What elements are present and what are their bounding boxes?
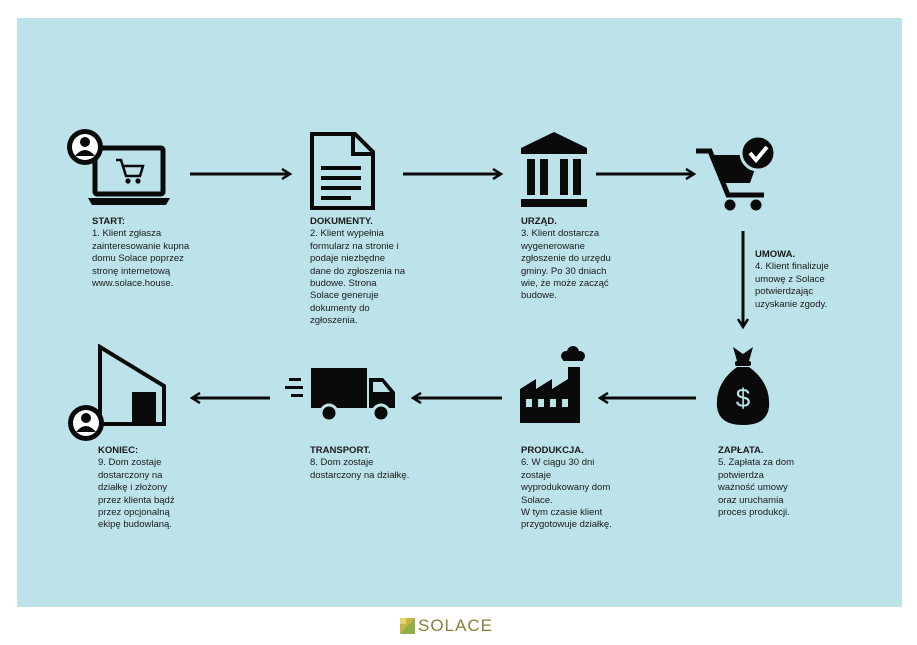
step-start: START: 1. Klient zgłasza zainteresowanie… [92,216,217,290]
document-icon [310,132,375,210]
step-title: START: [92,216,126,227]
step-description: 6. W ciągu 30 dni zostaje wyprodukowany … [521,457,612,531]
step-description: 1. Klient zgłasza zainteresowanie kupna … [92,228,190,290]
step-title: KONIEC: [98,445,139,456]
step-title: PRODUKCJA. [521,445,584,456]
factory-icon [520,346,585,423]
step-description: 9. Dom zostaje dostarczony na działkę i … [98,457,175,531]
cart-check-icon [696,134,777,211]
step-dokumenty: DOKUMENTY. 2. Klient wypełnia formularz … [310,216,425,328]
truck-icon [285,368,395,423]
laptop-cart-user-icon [67,129,170,205]
step-umowa: UMOWA. 4. Klient finalizuje umowę z Sola… [755,249,855,311]
step-title: ZAPŁATA. [718,445,764,456]
step-zaplata: ZAPŁATA. 5. Zapłata za dom potwierdza wa… [718,445,828,519]
step-transport: TRANSPORT. 8. Dom zostaje dostarczony na… [310,445,435,482]
solace-logo-mark-icon [400,618,415,634]
step-description: 3. Klient dostarcza wygenerowane zgłosze… [521,228,611,302]
step-koniec: KONIEC: 9. Dom zostaje dostarczony na dz… [98,445,213,532]
step-description: 5. Zapłata za dom potwierdza ważność umo… [718,457,795,519]
government-building-icon [521,132,587,207]
arrow-umowa-to-zaplata [736,231,750,330]
step-description: 2. Klient wypełnia formularz na stronie … [310,228,406,327]
house-user-icon [68,344,166,441]
arrow-dokumenty-to-urzad [403,168,504,180]
arrow-zaplata-to-produkcja [598,392,696,404]
arrow-start-to-dokumenty [190,168,293,180]
step-description: 4. Klient finalizuje umowę z Solace potw… [755,261,829,310]
step-title: URZĄD. [521,216,557,227]
arrow-transport-to-koniec [190,392,270,404]
step-title: TRANSPORT. [310,445,371,456]
step-description: 8. Dom zostaje dostarczony na działkę. [310,457,410,481]
process-diagram-background [17,18,902,607]
step-title: DOKUMENTY. [310,216,373,227]
money-bag-icon: $ [716,347,770,425]
arrow-urzad-to-umowa [596,168,697,180]
solace-logo: SOLACE [400,616,493,636]
step-produkcja: PRODUKCJA. 6. W ciągu 30 dni zostaje wyp… [521,445,646,532]
arrow-produkcja-to-transport [411,392,502,404]
dollar-sign: $ [736,383,751,413]
solace-logo-text: SOLACE [418,616,493,635]
step-title: UMOWA. [755,249,796,260]
step-urzad: URZĄD. 3. Klient dostarcza wygenerowane … [521,216,636,303]
